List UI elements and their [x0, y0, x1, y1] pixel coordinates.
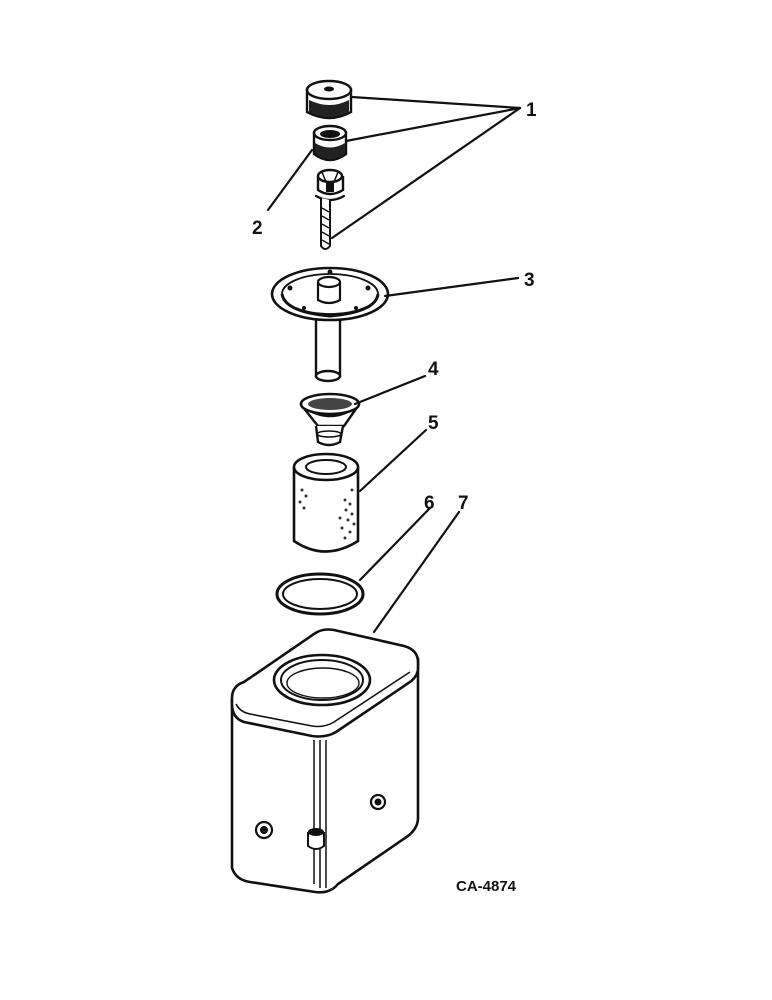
leader-lines — [266, 95, 522, 634]
o-ring-gasket — [275, 572, 365, 616]
callout-1: 1 — [526, 100, 537, 121]
cover-plate — [270, 266, 390, 383]
callout-5: 5 — [428, 413, 439, 434]
cap-top — [305, 79, 353, 120]
cup-insert — [312, 124, 348, 162]
filter-element — [292, 452, 360, 553]
funnel-valve — [299, 392, 361, 447]
valve-stem — [314, 168, 346, 250]
reservoir-tank — [230, 628, 420, 894]
callout-6: 6 — [424, 493, 435, 514]
drawing-code: CA-4874 — [456, 878, 517, 895]
callout-3: 3 — [524, 270, 535, 291]
callout-2: 2 — [252, 218, 263, 239]
callout-4: 4 — [428, 359, 439, 380]
callout-7: 7 — [458, 493, 469, 514]
